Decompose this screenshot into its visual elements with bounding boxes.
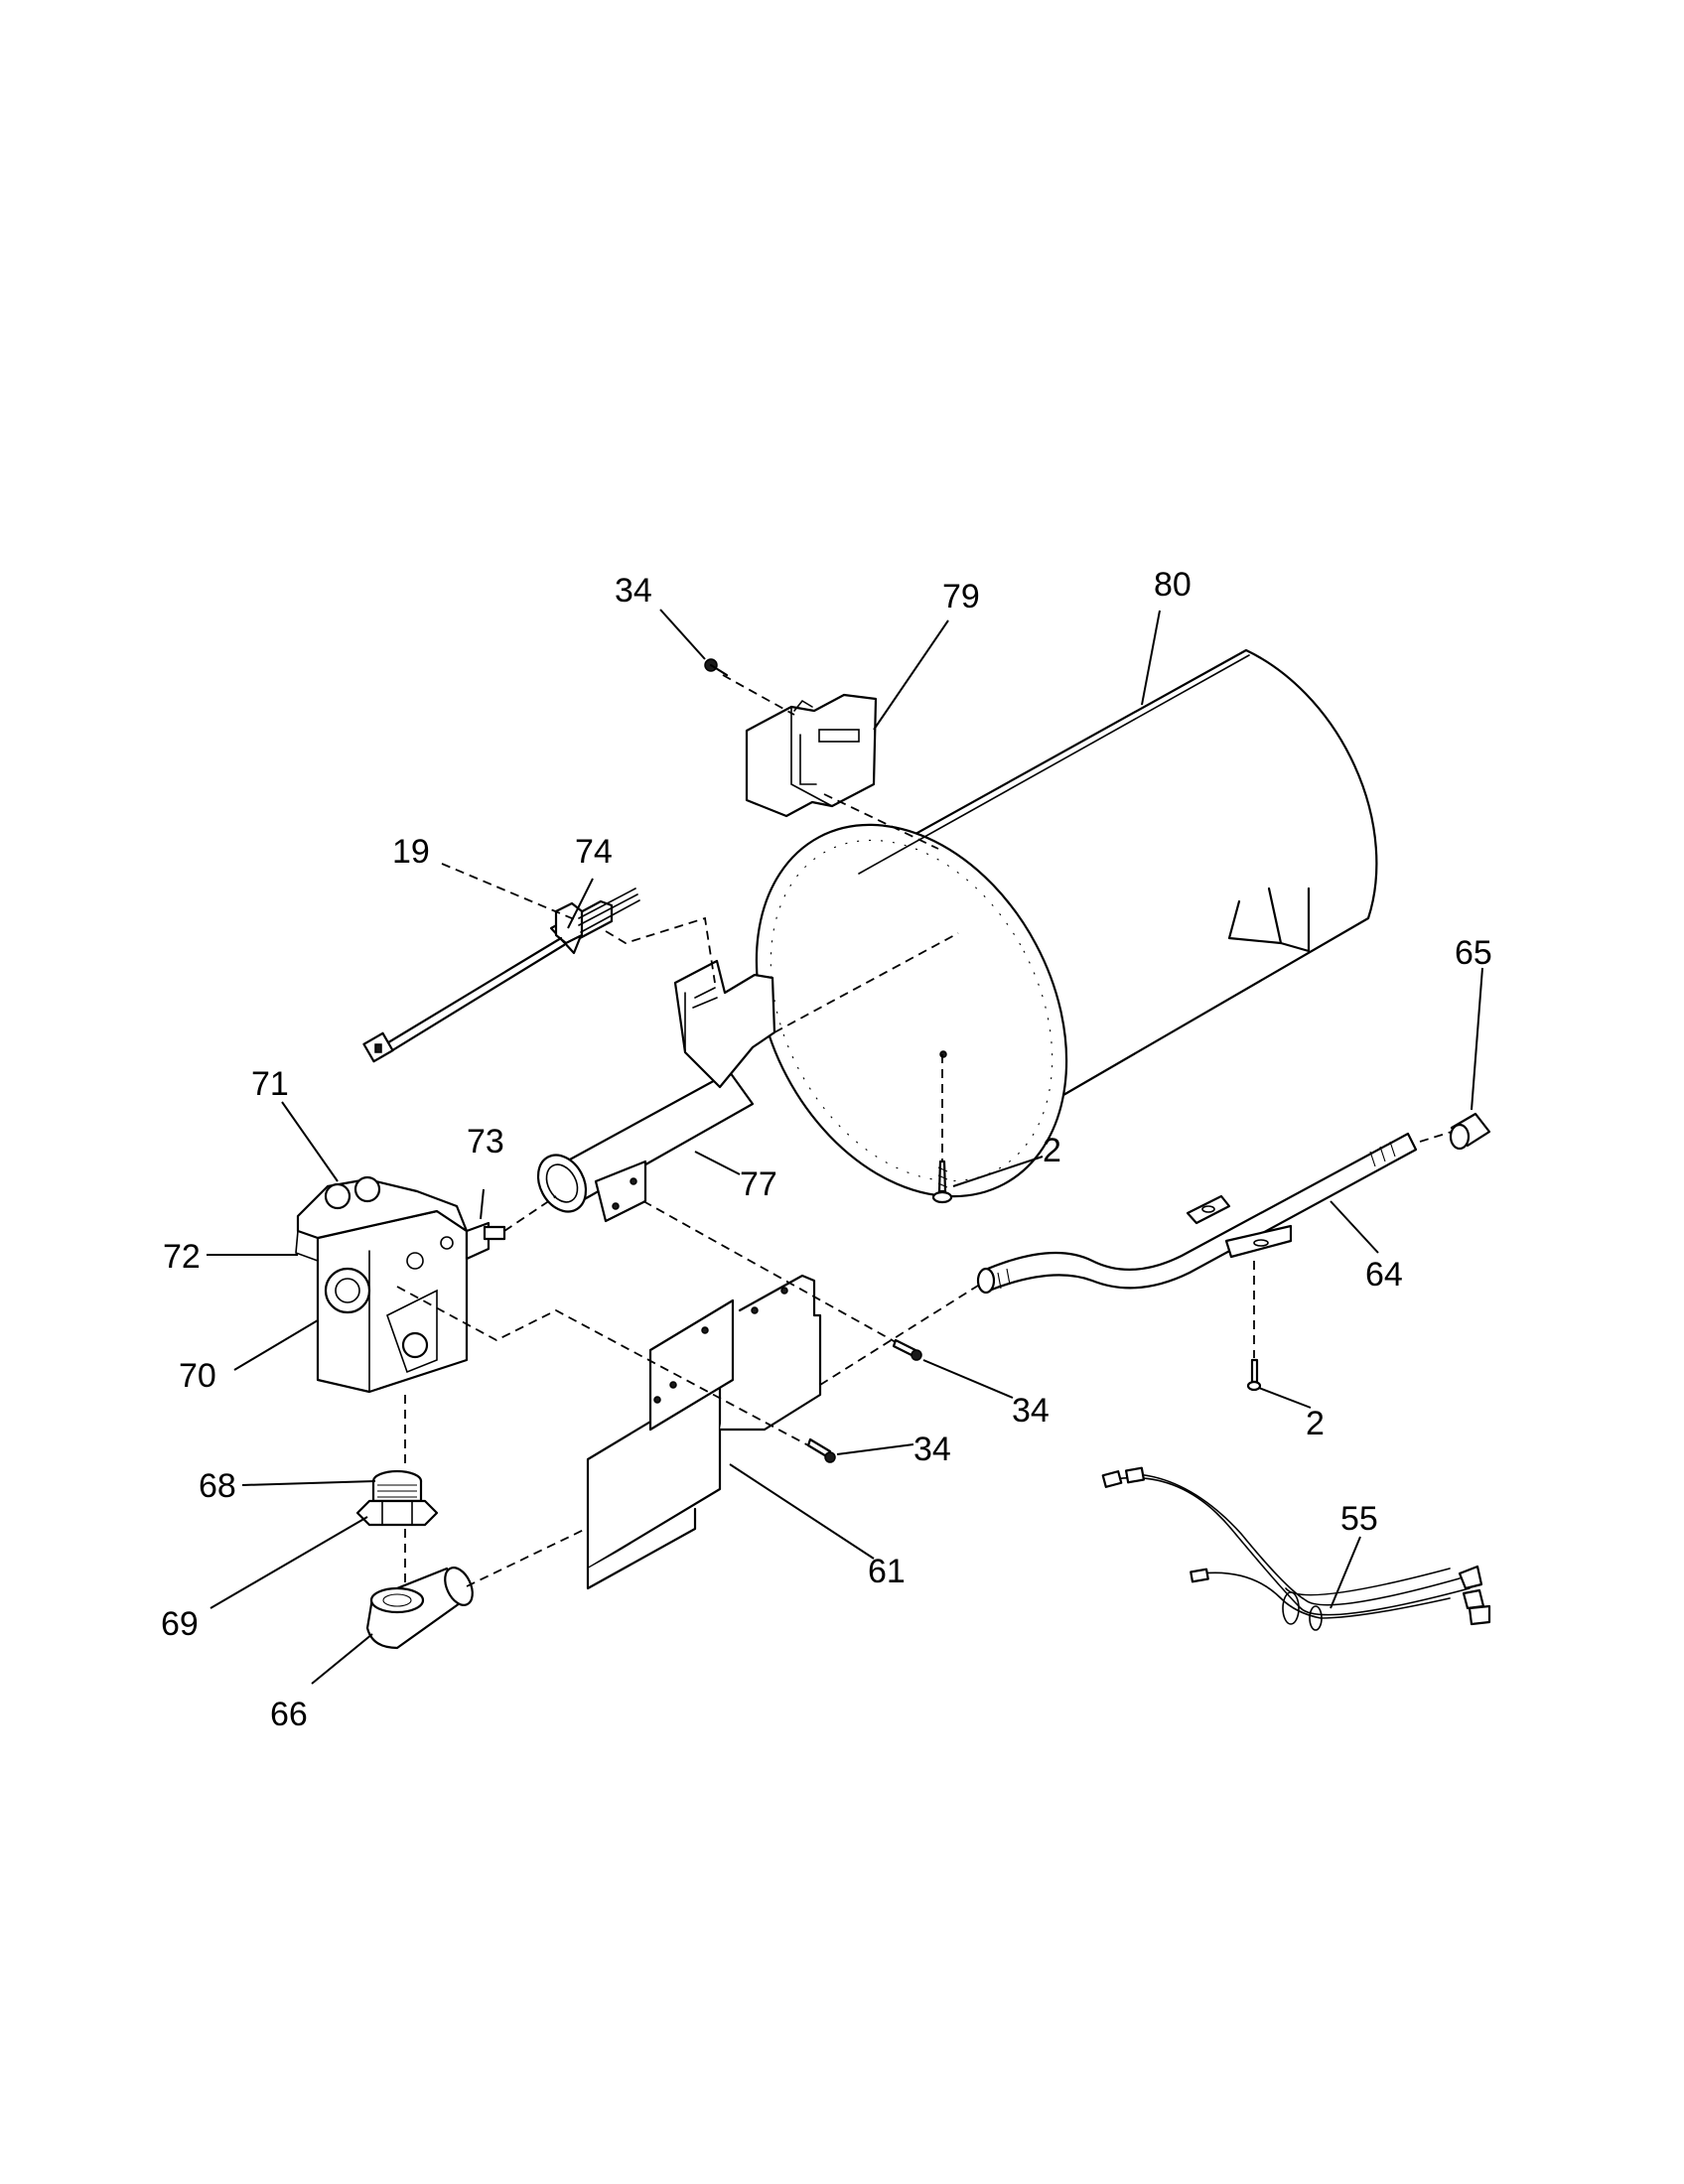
part-74-igniter	[549, 887, 640, 955]
callout-2-chamber: 2	[1043, 1132, 1061, 1169]
callout-72: 72	[163, 1238, 201, 1276]
callout-79: 79	[942, 578, 980, 615]
callout-2-pipe: 2	[1306, 1405, 1325, 1442]
part-34-screw-bottom	[806, 1437, 836, 1463]
part-79-bracket	[745, 693, 878, 818]
callout-68: 68	[199, 1467, 236, 1505]
part-80-combustion-chamber	[755, 648, 1378, 1198]
callout-70: 70	[179, 1357, 216, 1395]
part-19-wire-lead	[362, 936, 566, 1063]
part-2-screw-pipe	[1246, 1358, 1262, 1392]
callout-69: 69	[161, 1605, 199, 1643]
part-61-shield-bracket	[586, 1274, 822, 1590]
callout-34-top: 34	[615, 572, 652, 610]
callout-34-right: 34	[1012, 1392, 1050, 1430]
part-70-gas-valve	[295, 1175, 506, 1394]
part-65-pipe-cap	[1449, 1112, 1491, 1151]
callout-55: 55	[1340, 1500, 1378, 1538]
callout-numbers: 34 79 80 19 74 65 71 73 2 77 72 64 70 34…	[161, 566, 1492, 1733]
part-66-elbow	[365, 1567, 474, 1650]
callout-74: 74	[575, 833, 613, 871]
callout-65: 65	[1455, 934, 1492, 972]
part-55-wire-harness	[1101, 1466, 1491, 1631]
callout-19: 19	[392, 833, 430, 871]
callout-66: 66	[270, 1696, 308, 1733]
callout-71: 71	[251, 1065, 289, 1103]
part-77-burner	[536, 959, 776, 1223]
part-64-gas-pipe	[976, 1132, 1418, 1295]
part-69-hex-nut	[355, 1499, 439, 1527]
callout-80: 80	[1154, 566, 1192, 604]
part-68-fitting	[371, 1469, 423, 1503]
leader-lines	[207, 609, 1483, 1685]
callout-77: 77	[740, 1165, 777, 1203]
callout-64: 64	[1365, 1256, 1403, 1294]
callout-61: 61	[868, 1553, 906, 1590]
assembly-lines	[396, 674, 1453, 1587]
part-34-screw-top	[704, 658, 729, 677]
part-34-screw-right	[892, 1338, 922, 1361]
callout-34-bottom: 34	[913, 1431, 951, 1468]
callout-73: 73	[467, 1123, 504, 1160]
